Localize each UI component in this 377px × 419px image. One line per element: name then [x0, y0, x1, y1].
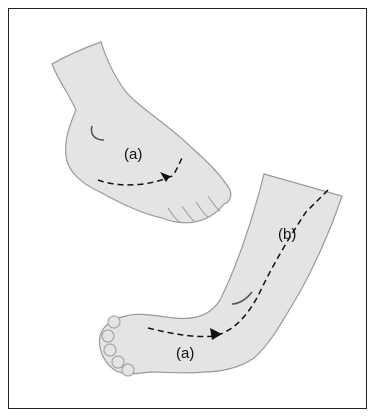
label-a-upper: (a): [124, 146, 142, 163]
upper-foot-illustration: (a): [52, 42, 231, 223]
upper-foot-shape: [52, 42, 231, 223]
label-b-leg: (b): [278, 226, 296, 243]
label-a-lower: (a): [176, 345, 194, 362]
